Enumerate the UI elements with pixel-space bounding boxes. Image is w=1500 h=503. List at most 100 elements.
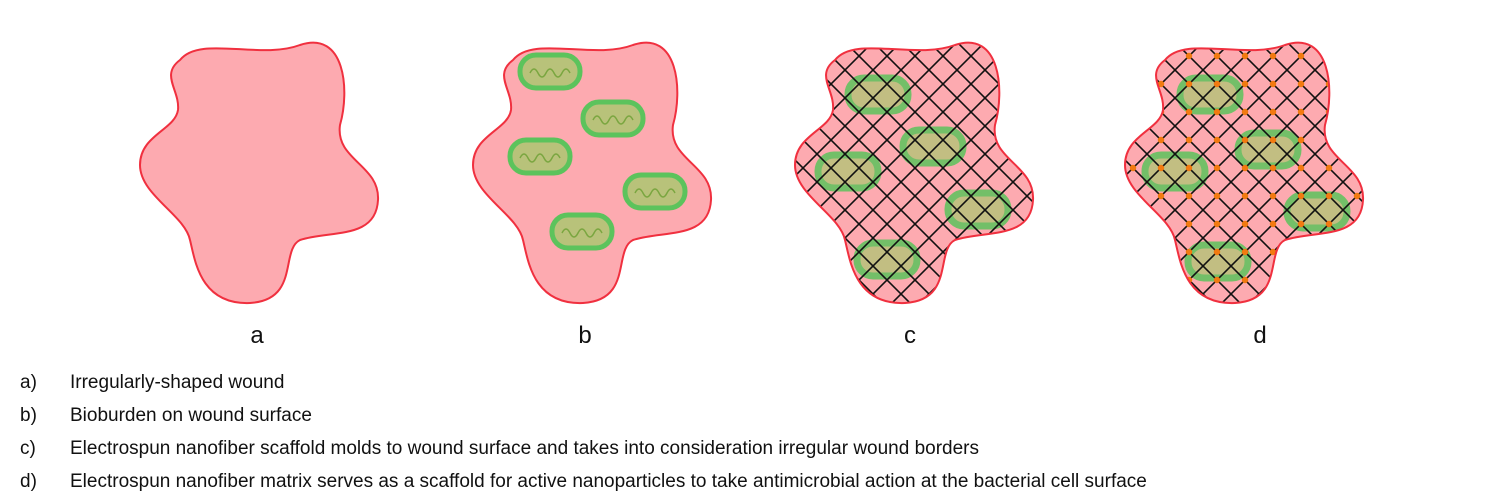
nanoparticle	[1213, 52, 1221, 60]
nanoparticle	[1298, 305, 1304, 311]
nanoparticle	[1297, 248, 1305, 256]
nanoparticle	[1185, 52, 1193, 60]
legend-item-d: d) Electrospun nanofiber matrix serves as…	[20, 465, 1147, 498]
nanoparticle	[1382, 165, 1388, 171]
legend-key: c)	[20, 438, 36, 459]
nanoparticle	[1325, 276, 1333, 284]
nanoparticle	[1213, 248, 1221, 256]
nanoparticle	[1102, 165, 1108, 171]
nanoparticle	[1129, 220, 1137, 228]
nanoparticle	[1382, 81, 1388, 87]
nanoparticle	[1102, 193, 1108, 199]
nanoparticle	[1325, 220, 1333, 228]
bacterium	[580, 99, 646, 138]
nanoparticle	[1213, 276, 1221, 284]
nanoparticle	[1186, 305, 1192, 311]
nanoparticle	[1130, 305, 1136, 311]
wound-panel-b	[471, 41, 713, 305]
nanoparticle	[1382, 277, 1388, 283]
nanoparticle	[1157, 276, 1165, 284]
nanoparticle	[1241, 164, 1249, 172]
bacterium	[622, 172, 688, 211]
nanoparticle	[1354, 305, 1360, 311]
nanoparticle	[1382, 53, 1388, 59]
legend-item-b: b)Bioburden on wound surface	[20, 399, 1147, 432]
nanoparticle	[1129, 248, 1137, 256]
nanoparticle	[1241, 52, 1249, 60]
nanoparticle	[1213, 136, 1221, 144]
nanoparticle	[1353, 52, 1361, 60]
nanoparticle	[1102, 53, 1108, 59]
nanoparticle	[1129, 108, 1137, 116]
legend-item-c: c) Electrospun nanofiber scaffold molds t…	[20, 432, 1147, 465]
nanoparticle	[1382, 109, 1388, 115]
nanoparticle	[1353, 108, 1361, 116]
nanoparticle	[1158, 305, 1164, 311]
nanoparticle	[1269, 192, 1277, 200]
nanoparticle	[1157, 136, 1165, 144]
nanoparticle	[1297, 80, 1305, 88]
nanoparticle	[1325, 248, 1333, 256]
nanoparticle	[1157, 164, 1165, 172]
nanoparticle	[1270, 305, 1276, 311]
nanoparticle	[1129, 80, 1137, 88]
nanoparticle	[1382, 221, 1388, 227]
nanoparticle	[1269, 80, 1277, 88]
nanoparticle	[1157, 248, 1165, 256]
nanoparticle	[1326, 25, 1332, 31]
wound-panel-d	[1102, 25, 1388, 311]
nanoparticle	[1382, 193, 1388, 199]
nanoparticle	[1129, 192, 1137, 200]
nanoparticle	[1185, 136, 1193, 144]
nanoparticle	[1242, 25, 1248, 31]
nanoparticle	[1269, 108, 1277, 116]
nanoparticle	[1382, 137, 1388, 143]
nanoparticle	[1157, 192, 1165, 200]
nanoparticle	[1297, 164, 1305, 172]
nanoparticle	[1185, 80, 1193, 88]
bacterium	[549, 212, 615, 251]
nanoparticle	[1298, 25, 1304, 31]
nanoparticle	[1102, 305, 1108, 311]
nanoparticle	[1353, 248, 1361, 256]
nanoparticle	[1382, 25, 1388, 31]
nanoparticle	[1186, 25, 1192, 31]
wound-panel-c	[793, 41, 1035, 305]
nanoparticle	[1270, 25, 1276, 31]
legend-text: Electrospun nanofiber scaffold molds to …	[70, 438, 980, 459]
panel-label-a: a	[250, 322, 264, 349]
nanoparticle	[1326, 305, 1332, 311]
nanoparticle	[1269, 136, 1277, 144]
legend-text: Bioburden on wound surface	[70, 405, 312, 426]
nanoparticle	[1185, 192, 1193, 200]
nanoparticle	[1269, 52, 1277, 60]
nanoparticle	[1129, 276, 1137, 284]
nanoparticle	[1102, 25, 1108, 31]
nanoparticle	[1157, 80, 1165, 88]
nanoparticle	[1185, 164, 1193, 172]
nanoparticle	[1241, 80, 1249, 88]
legend-key: d)	[20, 471, 37, 492]
nanoparticle	[1102, 249, 1108, 255]
nanoparticle	[1382, 305, 1388, 311]
nanoparticle	[1297, 108, 1305, 116]
nanoparticle	[1241, 220, 1249, 228]
legend: a)Irregularly-shaped wound b)Bioburden o…	[20, 366, 1147, 498]
nanoparticle	[1241, 276, 1249, 284]
legend-key: a)	[20, 372, 37, 393]
wound-border	[138, 41, 380, 305]
nanoparticle	[1241, 108, 1249, 116]
nanoparticle	[1241, 248, 1249, 256]
nanoparticle	[1241, 136, 1249, 144]
legend-text: Electrospun nanofiber matrix serves as a…	[70, 471, 1147, 492]
nanoparticle	[1213, 164, 1221, 172]
bacterium	[507, 137, 573, 176]
nanoparticle	[1325, 164, 1333, 172]
nanoparticle	[1297, 220, 1305, 228]
nanoparticle	[1214, 25, 1220, 31]
nanoparticle	[1353, 192, 1361, 200]
nanoparticle	[1325, 192, 1333, 200]
panel-label-d: d	[1253, 322, 1267, 349]
wound-shape	[473, 42, 712, 304]
nanoparticle	[1269, 164, 1277, 172]
